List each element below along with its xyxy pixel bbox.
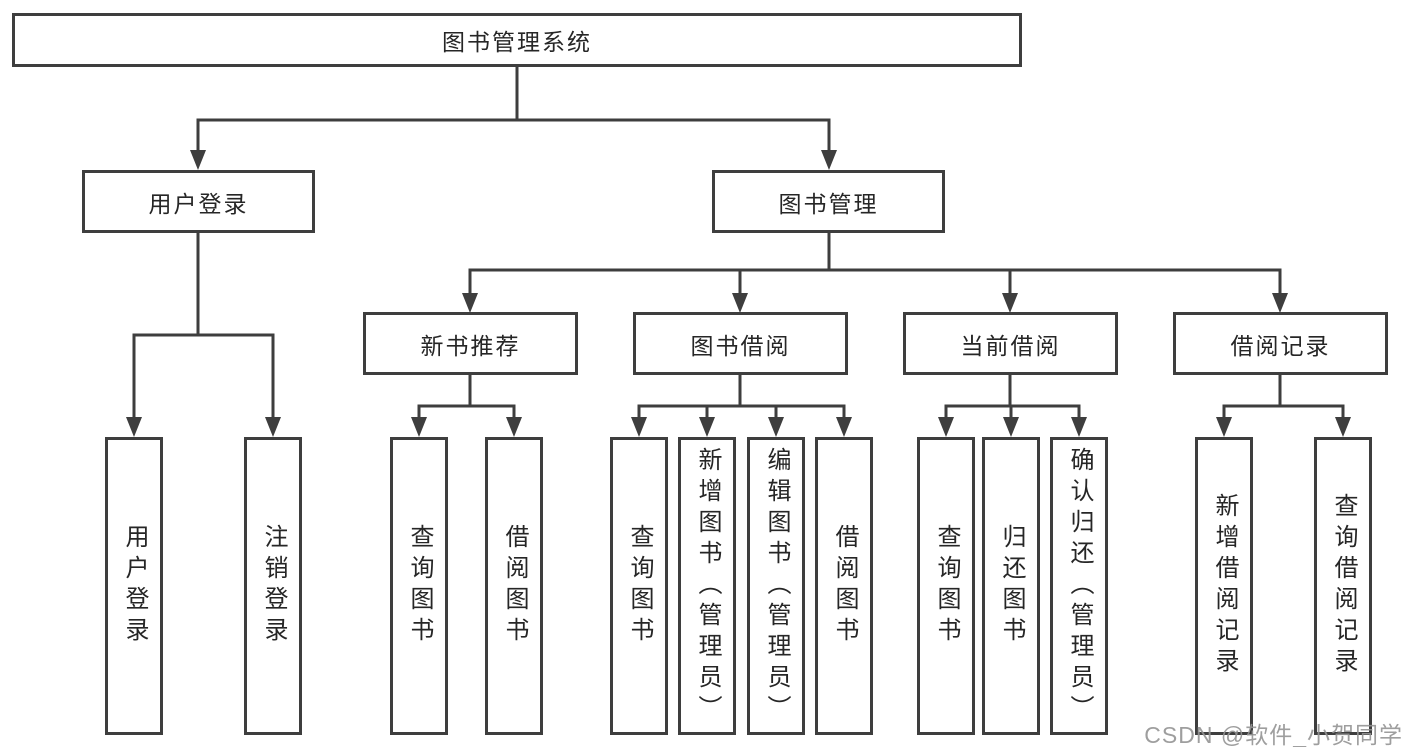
node-book-borrow: 图书借阅 [633,312,848,375]
leaf-user-login-label: 用户登录 [121,524,148,648]
leaf-query-books-2: 查询图书 [610,437,668,735]
leaf-add-books-admin-label: 新增图书（管理员） [694,446,721,726]
leaf-borrow-books-2: 借阅图书 [815,437,873,735]
leaf-return-books: 归还图书 [982,437,1040,735]
leaf-logout: 注销登录 [244,437,302,735]
leaf-confirm-return-admin: 确认归还（管理员） [1050,437,1108,735]
leaf-query-books-2-label: 查询图书 [626,524,653,648]
watermark-text: CSDN @软件_小贺同学 [1144,722,1403,747]
node-root-label: 图书管理系统 [442,29,592,55]
node-new-book-recommend-label: 新书推荐 [420,332,521,359]
leaf-user-login: 用户登录 [105,437,163,735]
leaf-borrow-books-2-label: 借阅图书 [831,524,858,648]
leaf-borrow-books-1: 借阅图书 [485,437,543,735]
leaf-logout-label: 注销登录 [260,524,287,648]
node-book-management-label: 图书管理 [778,190,879,217]
leaf-query-books-3-label: 查询图书 [933,524,960,648]
leaf-query-books-3: 查询图书 [917,437,975,735]
leaf-query-borrow-record: 查询借阅记录 [1314,437,1372,735]
node-user-login-label: 用户登录 [148,190,249,217]
leaf-query-borrow-record-label: 查询借阅记录 [1330,493,1357,679]
node-borrow-records-label: 借阅记录 [1230,332,1331,359]
node-book-borrow-label: 图书借阅 [690,332,791,359]
leaf-add-borrow-record: 新增借阅记录 [1195,437,1253,735]
leaf-query-books-1-label: 查询图书 [406,524,433,648]
leaf-borrow-books-1-label: 借阅图书 [501,524,528,648]
node-current-borrow-label: 当前借阅 [960,332,1061,359]
node-user-login: 用户登录 [82,170,315,233]
leaf-confirm-return-admin-label: 确认归还（管理员） [1066,446,1093,726]
node-borrow-records: 借阅记录 [1173,312,1388,375]
node-current-borrow: 当前借阅 [903,312,1118,375]
leaf-return-books-label: 归还图书 [998,524,1025,648]
leaf-query-books-1: 查询图书 [390,437,448,735]
node-root: 图书管理系统 [12,13,1022,67]
leaf-edit-books-admin-label: 编辑图书（管理员） [763,446,790,726]
leaf-add-books-admin: 新增图书（管理员） [678,437,736,735]
leaf-edit-books-admin: 编辑图书（管理员） [747,437,805,735]
arrowheads [126,150,1351,437]
node-book-management: 图书管理 [712,170,945,233]
leaf-add-borrow-record-label: 新增借阅记录 [1211,493,1238,679]
node-new-book-recommend: 新书推荐 [363,312,578,375]
